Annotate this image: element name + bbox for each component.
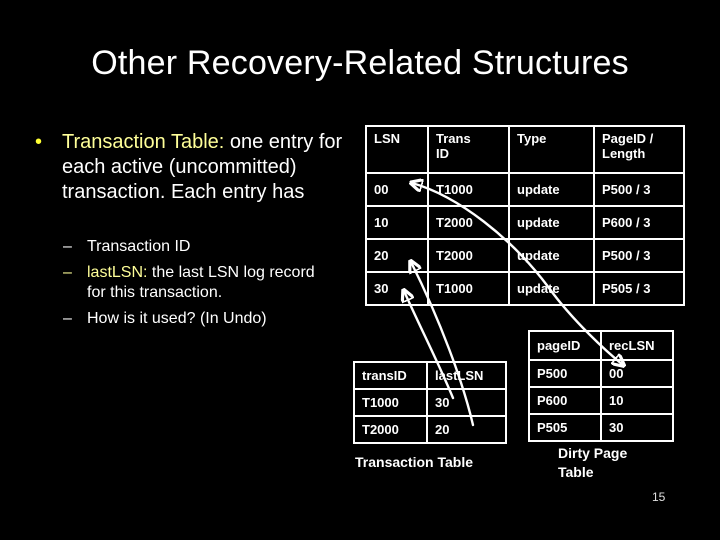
sub-bullet-rest: Transaction ID [87, 238, 191, 255]
bullet-marker: • [35, 131, 43, 153]
cell-transid: T1000 [353, 388, 428, 417]
sub-bullet-text: Transaction ID [87, 237, 335, 257]
transaction-table-caption: Transaction Table [355, 454, 473, 470]
cell-transid: T1000 [427, 172, 510, 207]
cell-type: update [508, 172, 595, 207]
dash-marker: – [63, 310, 72, 327]
cell-lastlsn: 20 [426, 415, 507, 444]
cell-lastlsn: 30 [426, 388, 507, 417]
header-cell: Trans ID [427, 125, 510, 174]
table-row: 00 T1000 update P500 / 3 [365, 172, 685, 207]
table-row: 30 T1000 update P505 / 3 [365, 271, 685, 306]
cell-transid: T2000 [353, 415, 428, 444]
cell-pageid: P600 / 3 [593, 205, 685, 240]
table-header-row: pageID recLSN [528, 330, 674, 361]
dirty-page-table: pageID recLSN P500 00 P600 10 P505 30 [528, 330, 674, 442]
table-row: T2000 20 [353, 415, 507, 444]
bullet-text: Transaction Table: one entry for each ac… [62, 130, 347, 205]
bullet-row: • Transaction Table: one entry for each … [35, 130, 347, 205]
sub-bullet-list: – Transaction ID – lastLSN: the last LSN… [35, 237, 335, 335]
bullet-highlight: Transaction Table: [62, 131, 225, 153]
main-bullet: • Transaction Table: one entry for each … [35, 130, 347, 205]
header-cell: pageID [528, 330, 602, 361]
bullet-rest: one entry for each active (uncommitted) … [62, 131, 343, 203]
sub-bullet-rest: the last LSN log record for this transac… [87, 264, 315, 301]
cell-pageid: P500 / 3 [593, 172, 685, 207]
cell-transid: T2000 [427, 238, 510, 273]
cell-lsn: 00 [365, 172, 429, 207]
transaction-table: transID lastLSN T1000 30 T2000 20 [353, 361, 507, 444]
table-header-row: LSN Trans ID Type PageID / Length [365, 125, 685, 174]
cell-reclsn: 10 [600, 386, 674, 415]
cell-reclsn: 30 [600, 413, 674, 442]
sub-bullet-text: How is it used? (In Undo) [87, 309, 335, 329]
sub-bullet-transaction-id: – Transaction ID [35, 237, 335, 257]
table-row: 10 T2000 update P600 / 3 [365, 205, 685, 240]
sub-bullet-rest: How is it used? (In Undo) [87, 310, 267, 327]
sub-bullet-how-used: – How is it used? (In Undo) [35, 309, 335, 329]
sub-bullet-highlight: lastLSN: [87, 264, 148, 281]
table-row: P500 00 [528, 359, 674, 388]
cell-transid: T1000 [427, 271, 510, 306]
table-row: P505 30 [528, 413, 674, 442]
dash-marker: – [63, 264, 72, 281]
cell-pageid: P500 / 3 [593, 238, 685, 273]
log-records-table: LSN Trans ID Type PageID / Length 00 T10… [365, 125, 685, 306]
table-row: 20 T2000 update P500 / 3 [365, 238, 685, 273]
cell-pageid: P600 [528, 386, 602, 415]
page-number: 15 [652, 490, 666, 504]
table-row: P600 10 [528, 386, 674, 415]
cell-transid: T2000 [427, 205, 510, 240]
dash-marker: – [63, 238, 72, 255]
slide-title: Other Recovery-Related Structures [91, 44, 629, 82]
cell-pageid: P505 [528, 413, 602, 442]
cell-lsn: 10 [365, 205, 429, 240]
header-cell: LSN [365, 125, 429, 174]
sub-bullet-lastlsn: – lastLSN: the last LSN log record for t… [35, 263, 335, 303]
header-cell: Type [508, 125, 595, 174]
cell-type: update [508, 238, 595, 273]
cell-reclsn: 00 [600, 359, 674, 388]
table-header-row: transID lastLSN [353, 361, 507, 390]
cell-pageid: P505 / 3 [593, 271, 685, 306]
header-cell: recLSN [600, 330, 674, 361]
sub-bullet-text: lastLSN: the last LSN log record for thi… [87, 263, 335, 303]
table-row: T1000 30 [353, 388, 507, 417]
cell-lsn: 20 [365, 238, 429, 273]
header-cell: lastLSN [426, 361, 507, 390]
dirty-page-table-caption: Dirty Page Table [558, 445, 628, 480]
header-cell: PageID / Length [593, 125, 685, 174]
cell-type: update [508, 271, 595, 306]
header-cell: transID [353, 361, 428, 390]
cell-type: update [508, 205, 595, 240]
cell-pageid: P500 [528, 359, 602, 388]
cell-lsn: 30 [365, 271, 429, 306]
